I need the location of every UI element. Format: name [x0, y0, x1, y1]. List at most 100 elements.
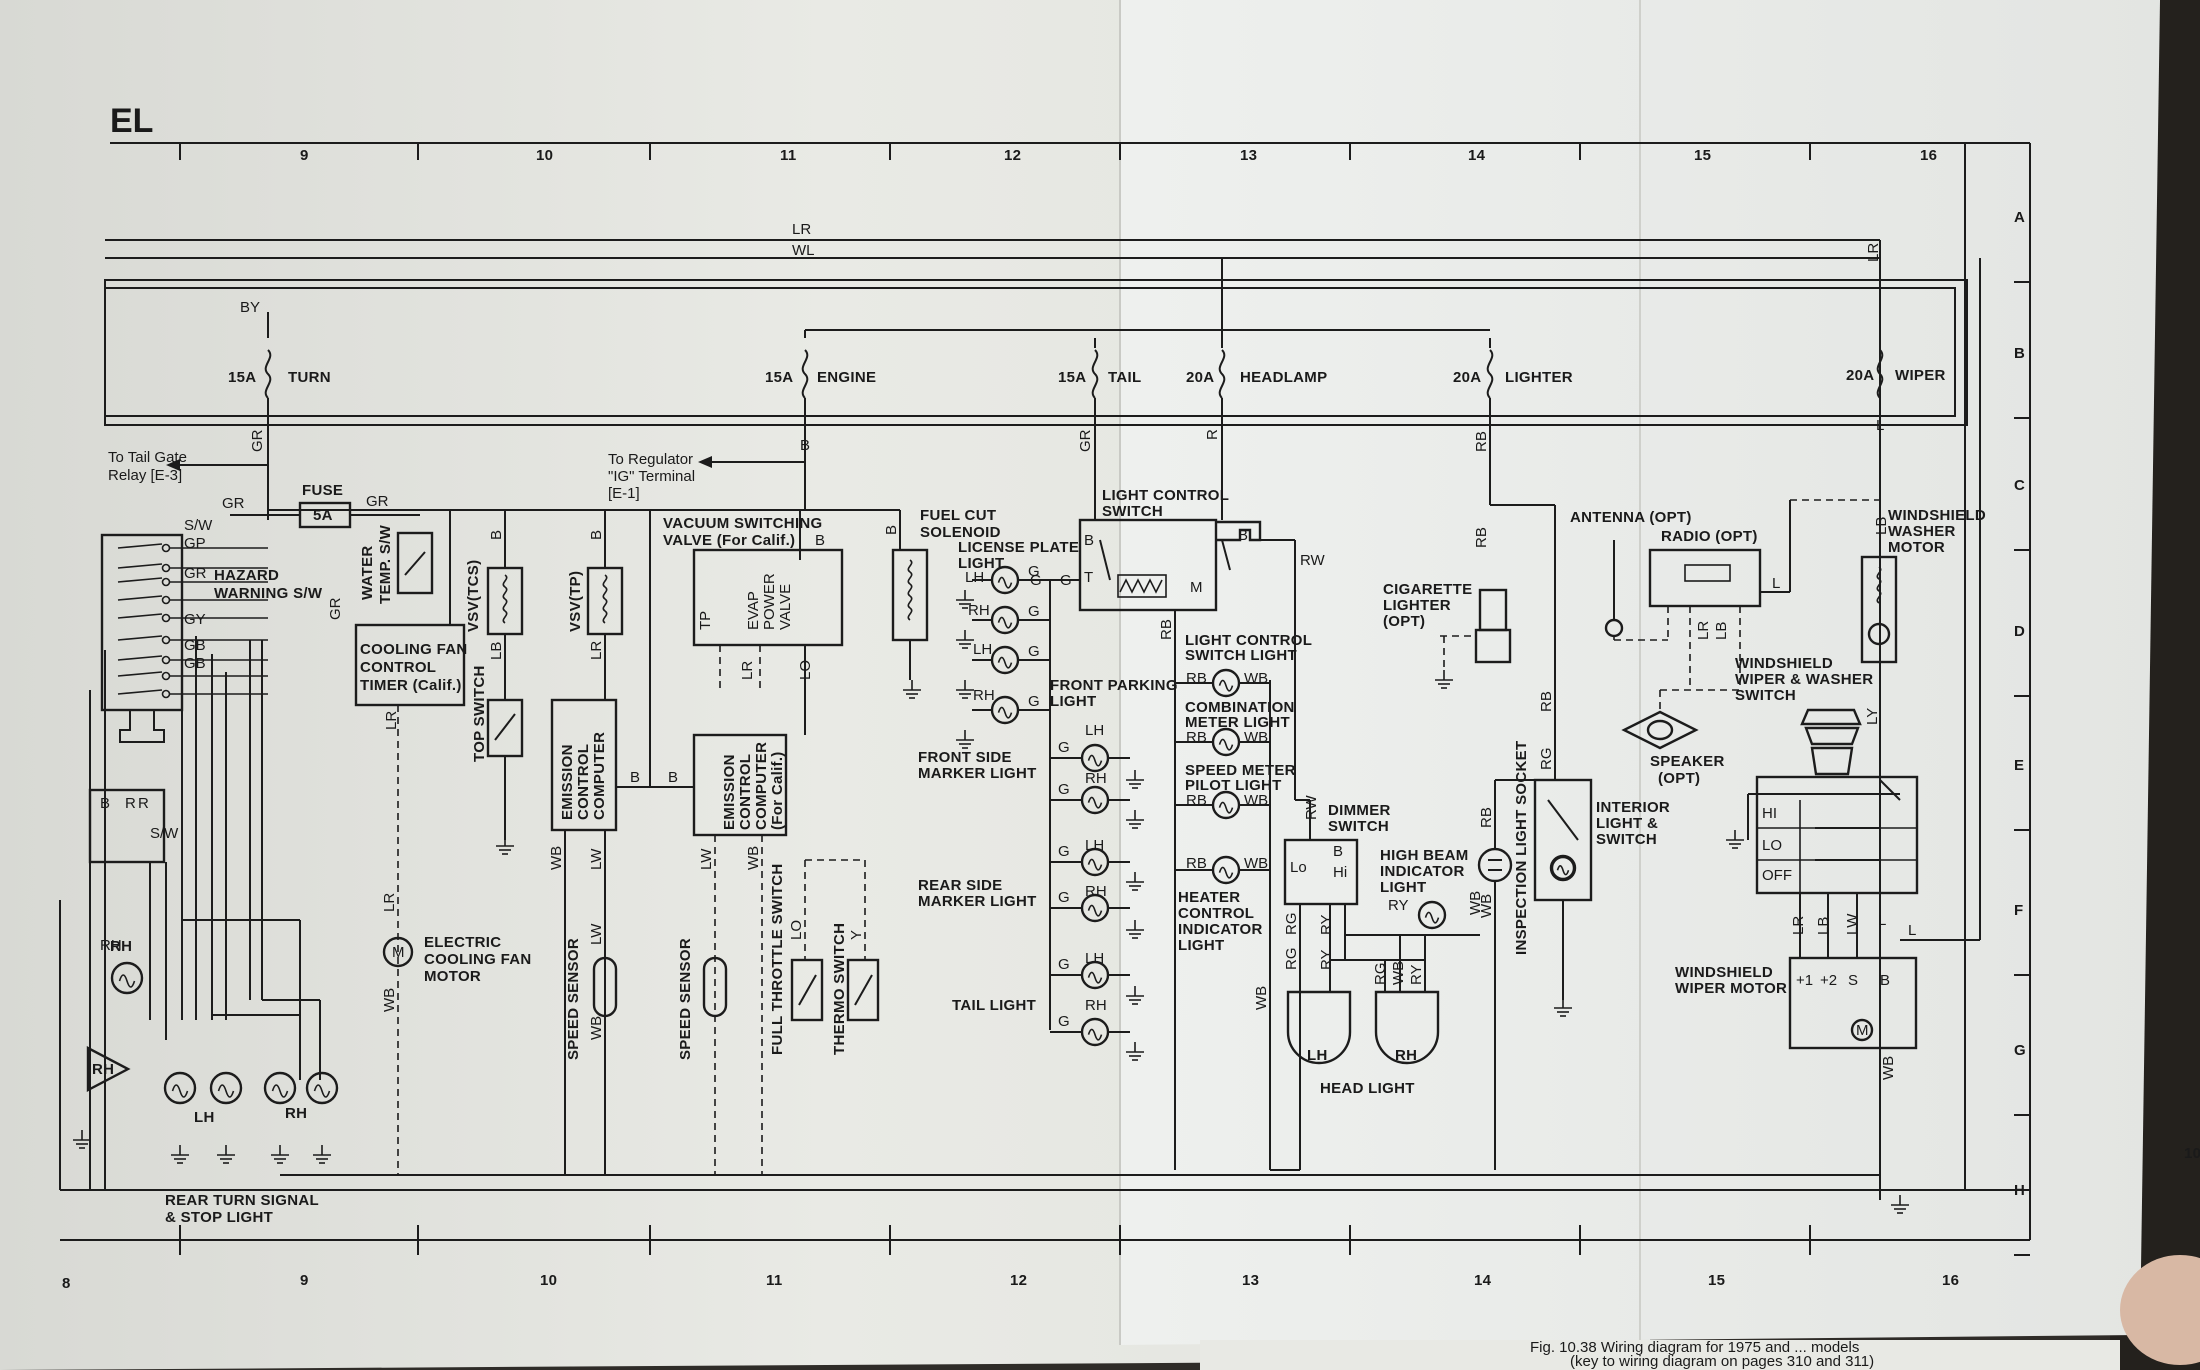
svg-text:15A: 15A	[765, 369, 793, 386]
grid-col-label-top: 16	[1920, 147, 1937, 164]
svg-text:S/W: S/W	[150, 825, 179, 842]
fuse-headlamp: 20A HEADLAMP	[1186, 349, 1327, 399]
ground-symbol	[956, 590, 974, 609]
wire-g: G	[1058, 956, 1070, 973]
rear-turn-stop-lights: RH RH RH LH RH REAR TURN SIGNAL & STOP L…	[86, 937, 319, 1226]
ground-symbol	[1126, 872, 1144, 891]
svg-text:LH: LH	[973, 641, 992, 658]
ground-symbol	[1891, 1195, 1909, 1214]
svg-text:RY: RY	[1318, 914, 1335, 935]
svg-text:EMISSION: EMISSION	[559, 744, 576, 820]
svg-text:LH: LH	[1307, 1047, 1328, 1064]
fuse-wiper: 20A WIPER	[1846, 349, 1945, 399]
svg-text:(OPT): (OPT)	[1658, 770, 1700, 787]
svg-text:+1: +1	[1796, 972, 1813, 989]
svg-text:THERMO SWITCH: THERMO SWITCH	[831, 923, 848, 1055]
svg-text:RW: RW	[1300, 552, 1326, 569]
ground-symbol	[171, 1145, 189, 1164]
ground-symbol	[1126, 810, 1144, 829]
svg-text:TEMP. S/W: TEMP. S/W	[377, 524, 394, 604]
svg-text:HI: HI	[1762, 805, 1777, 822]
svg-text:RADIO (OPT): RADIO (OPT)	[1661, 528, 1758, 545]
svg-text:WB: WB	[1880, 1056, 1897, 1080]
svg-text:L: L	[1876, 417, 1884, 434]
svg-text:DIMMER: DIMMER	[1328, 802, 1391, 819]
svg-text:RG: RG	[1372, 963, 1389, 986]
svg-text:TAIL: TAIL	[1108, 369, 1141, 386]
svg-text:SWITCH LIGHT: SWITCH LIGHT	[1185, 647, 1297, 664]
grid-row-label: A	[2014, 209, 2025, 226]
wire-g: G	[1058, 781, 1070, 798]
svg-text:HIGH BEAM: HIGH BEAM	[1380, 847, 1469, 864]
speaker: SPEAKER (OPT)	[1621, 710, 1724, 787]
svg-text:TOP SWITCH: TOP SWITCH	[471, 665, 488, 762]
svg-text:RB: RB	[1478, 807, 1495, 828]
wire-g: G	[1028, 643, 1040, 660]
cooling-fan-control-timer: COOLING FAN CONTROL TIMER (Calif.) LR	[354, 623, 467, 1175]
svg-text:WASHER: WASHER	[1888, 523, 1956, 540]
svg-text:WB: WB	[381, 988, 398, 1012]
wire-g: G	[1028, 603, 1040, 620]
wiper-motor: WINDSHIELD WIPER MOTOR +1 +2 S B M LR LB…	[1675, 912, 1918, 1200]
svg-text:RB: RB	[1186, 729, 1207, 746]
svg-text:B: B	[1238, 527, 1248, 544]
emission-control-computer: EMISSION CONTROL COMPUTER B WB LW	[548, 510, 694, 1175]
svg-text:LW: LW	[1844, 913, 1861, 935]
svg-text:VALVE: VALVE	[777, 584, 794, 630]
svg-text:LR: LR	[383, 711, 400, 730]
cigarette-lighter: CIGARETTE LIGHTER (OPT) RB	[1383, 504, 1555, 670]
svg-text:WB: WB	[1244, 729, 1268, 746]
interior-light-switch: INTERIOR LIGHT & SWITCH RG	[1533, 748, 1670, 1000]
light-control-switch: LIGHT CONTROL SWITCH B T M B RW RB	[1078, 487, 1326, 1170]
svg-text:HEAD LIGHT: HEAD LIGHT	[1320, 1080, 1415, 1097]
grid-col-label-bottom: 11	[766, 1272, 782, 1289]
grid-row-label: F	[2014, 902, 2023, 919]
grid-col-label-top: 12	[1004, 147, 1021, 164]
ground-symbol	[956, 730, 974, 749]
vsv-tp: VSV(TP) B LR	[567, 510, 624, 700]
svg-text:GR: GR	[222, 495, 245, 512]
svg-text:RY: RY	[1408, 964, 1425, 985]
svg-text:WATER: WATER	[359, 545, 376, 600]
svg-text:ENGINE: ENGINE	[817, 369, 876, 386]
svg-text:ANTENNA (OPT): ANTENNA (OPT)	[1570, 509, 1692, 526]
svg-text:INTERIOR: INTERIOR	[1596, 799, 1670, 816]
svg-text:REAR SIDE: REAR SIDE	[918, 877, 1002, 894]
svg-text:B: B	[883, 525, 900, 535]
grid-row-label: D	[2014, 623, 2025, 640]
tail-gate-ref: To Tail Gate Relay [E-3]	[108, 449, 268, 484]
regulator-ref: To Regulator "IG" Terminal [E-1]	[608, 451, 805, 502]
svg-text:WB: WB	[1244, 670, 1268, 687]
hazard-warning-switch: S/W GP GR GY GB GB HAZARD WARNING S/W	[100, 517, 323, 743]
svg-text:B: B	[1084, 532, 1094, 549]
svg-text:B: B	[800, 437, 810, 454]
grid-col-label-top: 15	[1694, 147, 1711, 164]
svg-text:LIGHT: LIGHT	[958, 555, 1005, 572]
svg-text:LW: LW	[588, 848, 605, 870]
ground-symbol	[73, 1130, 91, 1149]
vacuum-switching-valve: VACUUM SWITCHING VALVE (For Calif.) B TP…	[663, 510, 844, 735]
svg-text:LR: LR	[739, 661, 756, 680]
svg-text:RB: RB	[1473, 431, 1490, 452]
svg-text:M: M	[1856, 1022, 1869, 1039]
svg-text:RH: RH	[973, 687, 995, 704]
grid-col-label-bottom: 8	[62, 1275, 71, 1292]
lamp-bulb	[263, 1071, 297, 1105]
svg-text:Y: Y	[848, 930, 865, 940]
grid-col-label-bottom: 15	[1708, 1272, 1725, 1289]
svg-text:WINDSHIELD: WINDSHIELD	[1735, 655, 1833, 672]
svg-text:EMISSION: EMISSION	[721, 754, 738, 830]
high-beam-indicator: HIGH BEAM INDICATOR LIGHT RY WB	[1380, 847, 1484, 915]
radio: RADIO (OPT) L LR LB	[1648, 500, 1791, 712]
svg-text:LR: LR	[588, 641, 605, 660]
lamp-labels: LICENSE PLATE LIGHT LH RH LH RH FRONT PA…	[918, 539, 1177, 1014]
svg-text:CONTROL: CONTROL	[360, 659, 436, 676]
svg-text:GR: GR	[327, 597, 344, 620]
svg-text:L: L	[1908, 922, 1916, 939]
svg-text:WB: WB	[1478, 894, 1495, 918]
svg-text:S/W: S/W	[184, 517, 213, 534]
svg-text:(key to wiring diagram on page: (key to wiring diagram on pages 310 and …	[1570, 1353, 1874, 1370]
svg-text:VSV(TP): VSV(TP)	[567, 571, 584, 632]
svg-text:COOLING FAN: COOLING FAN	[360, 641, 467, 658]
